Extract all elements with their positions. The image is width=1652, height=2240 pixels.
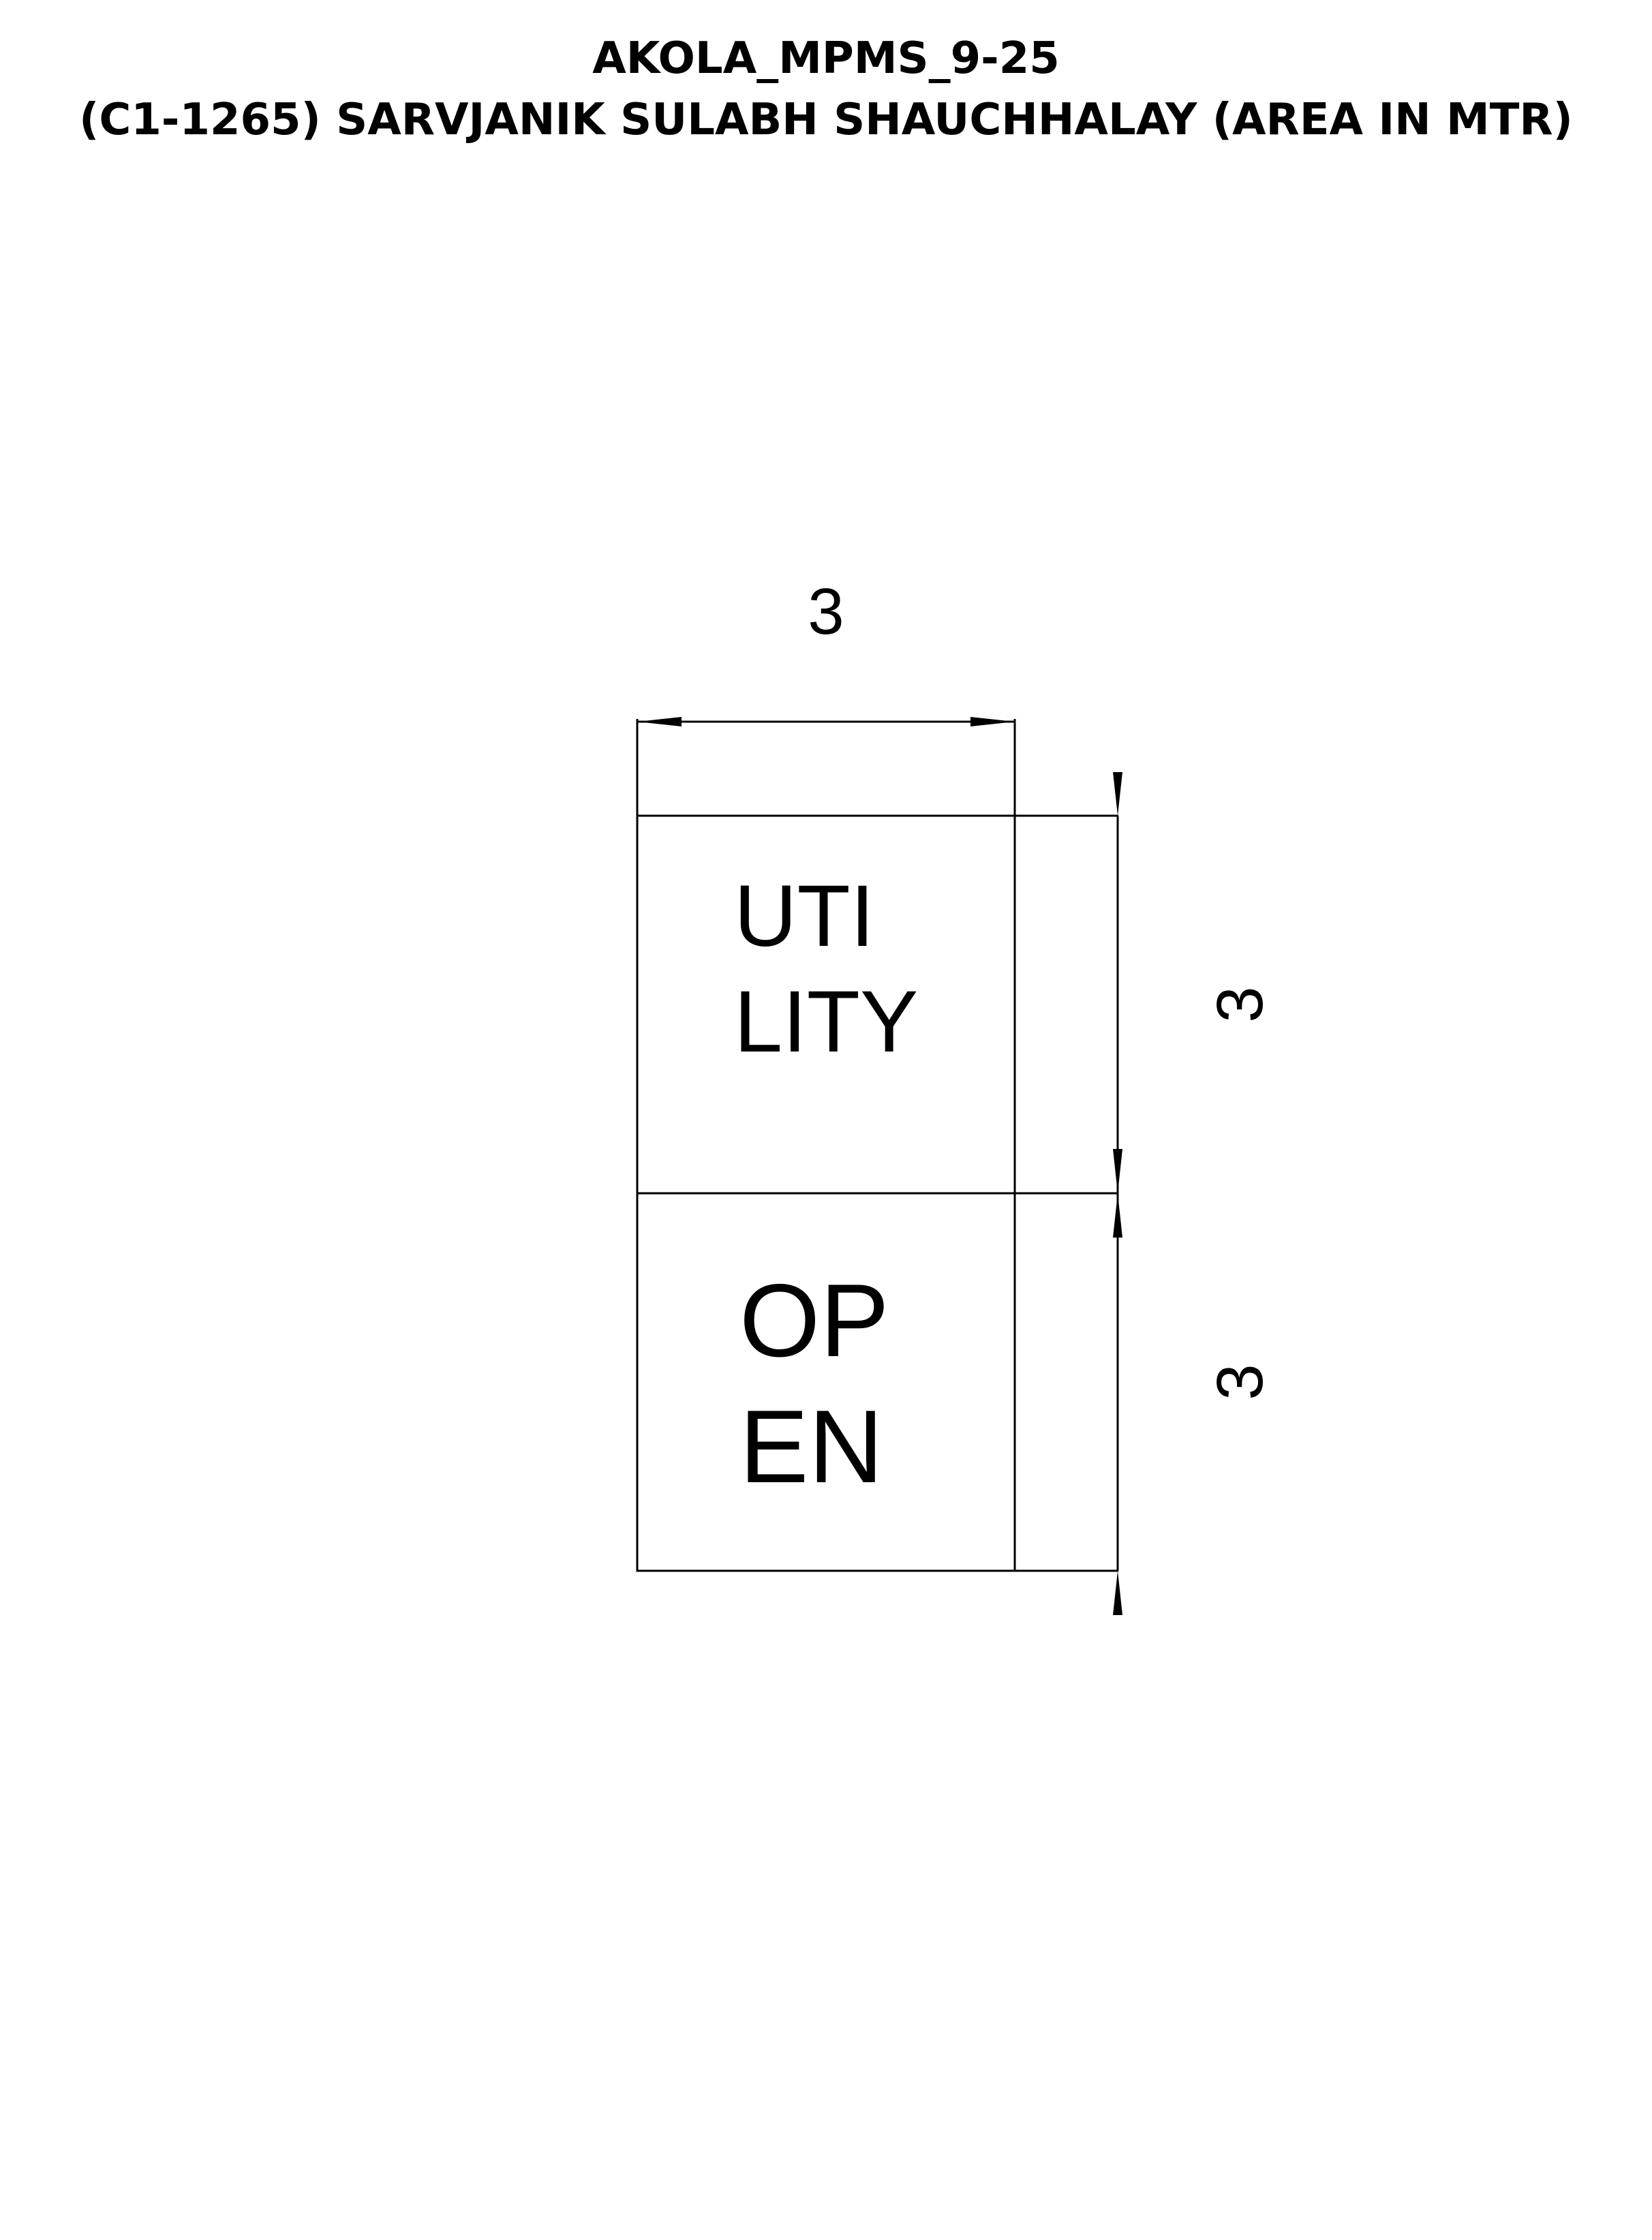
- arrow-left-icon: [637, 717, 682, 726]
- arrow-middle-upper-icon: [1113, 1149, 1122, 1193]
- arrow-middle-lower-icon: [1113, 1193, 1122, 1238]
- arrow-right-icon: [970, 717, 1015, 726]
- arrow-bottom-outer-icon: [1113, 1571, 1122, 1615]
- upper-height-dimension-label: 3: [1204, 986, 1276, 1022]
- utility-label-line-1: UTI: [734, 868, 874, 965]
- drawing-subtitle: (C1-1265) SARVJANIK SULABH SHAUCHHALAY (…: [79, 95, 1573, 145]
- width-dimension-label: 3: [808, 575, 844, 648]
- utility-label-line-2: LITY: [734, 973, 918, 1071]
- arrow-top-outer-icon: [1113, 772, 1122, 816]
- height-dimension: [1015, 814, 1119, 1572]
- lower-height-dimension-label: 3: [1204, 1364, 1276, 1400]
- width-dimension: [636, 719, 1016, 816]
- open-label-line-2: EN: [739, 1389, 883, 1505]
- plot-outline: [636, 814, 1016, 1572]
- open-label-line-1: OP: [739, 1263, 889, 1379]
- drawing-title: AKOLA_MPMS_9-25: [592, 33, 1060, 84]
- open-area: [636, 1192, 1016, 1572]
